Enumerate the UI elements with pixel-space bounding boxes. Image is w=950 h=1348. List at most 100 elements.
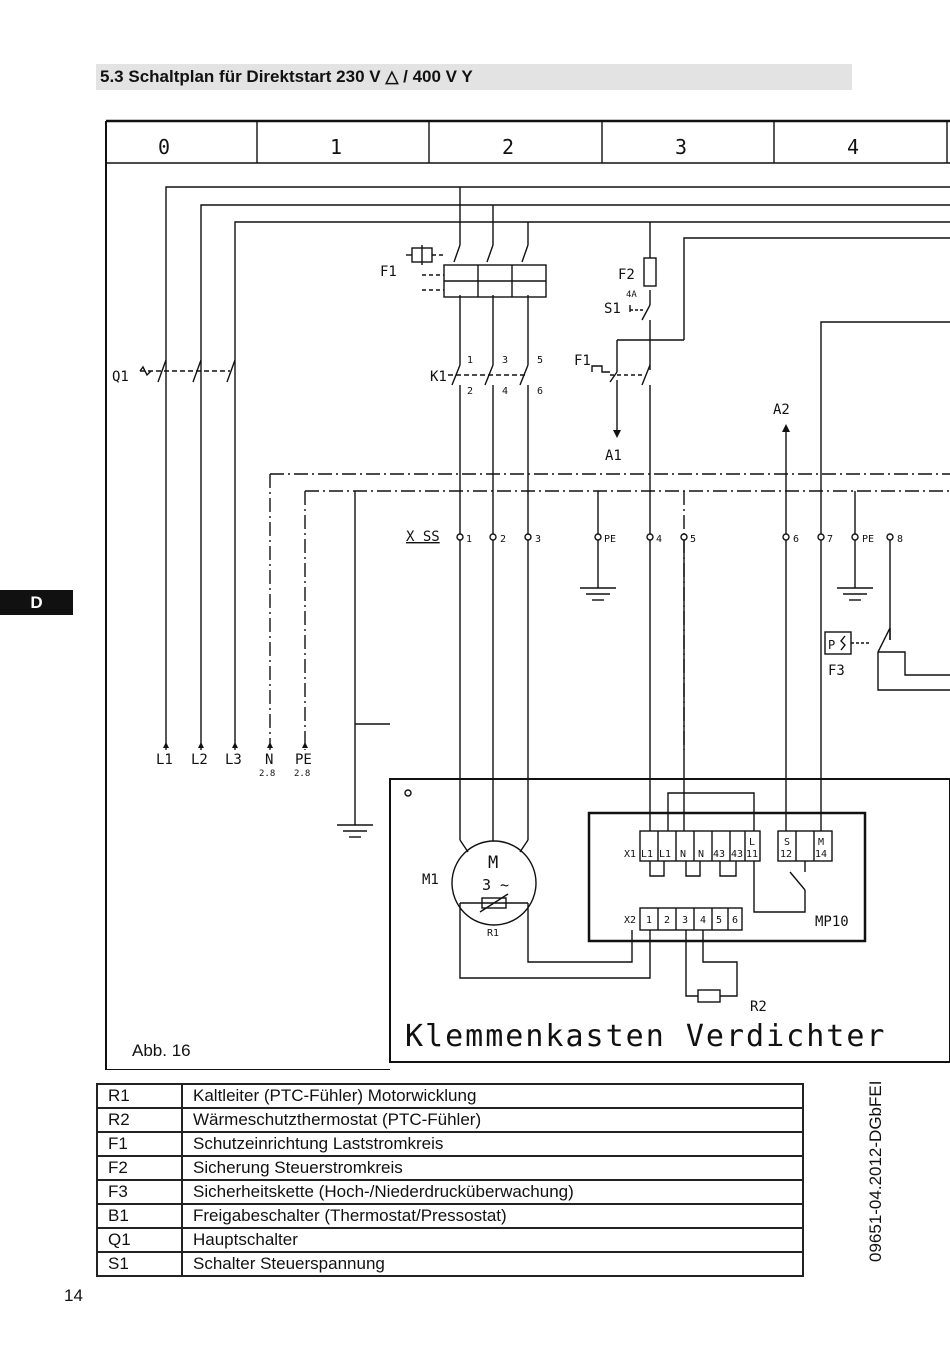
x1-12: 12 [780, 849, 792, 860]
legend-code: B1 [96, 1203, 183, 1229]
label-q1: Q1 [112, 369, 129, 385]
legend-text: Schalter Steuerspannung [181, 1251, 804, 1277]
legend-code: R1 [96, 1083, 183, 1109]
x2-2: 2 [664, 915, 670, 926]
legend-code: F3 [96, 1179, 183, 1205]
wiring-diagram: 0 1 2 3 4 [105, 119, 950, 1070]
label-f2-rating: 4A [626, 290, 637, 300]
legend-text: Hauptschalter [181, 1227, 804, 1253]
x1-l1a: L1 [641, 849, 653, 860]
x1-prefix: X1 [624, 849, 636, 860]
xss-terminal-6: 6 [793, 534, 799, 545]
label-xss: X SS [406, 529, 440, 545]
xss-terminal-2: 2 [500, 534, 506, 545]
mp10-module [587, 792, 867, 1003]
xss-terminal-4: 4 [656, 534, 662, 545]
x2-6: 6 [732, 915, 738, 926]
x1-top-s: S [784, 837, 790, 848]
x1-top-l: L [749, 837, 755, 848]
xss-terminal-7: 7 [827, 534, 833, 545]
label-r2: R2 [750, 999, 767, 1015]
terminal-box [389, 778, 950, 1063]
xss-terminal-3: 3 [535, 534, 541, 545]
f3-pressure-switch [824, 627, 950, 691]
x1-l1b: L1 [659, 849, 671, 860]
q1-main-switch [139, 359, 236, 383]
x2-3: 3 [682, 915, 688, 926]
diagram-frame [105, 119, 950, 1070]
grid-col-4: 4 [847, 135, 859, 159]
x2-prefix: X2 [624, 915, 636, 926]
terminal-box-title: Klemmenkasten Verdichter [405, 1019, 886, 1054]
page-number: 14 [64, 1286, 83, 1305]
label-f3: F3 [828, 663, 845, 679]
label-motor-phase: 3 ~ [482, 876, 509, 894]
legend-code: Q1 [96, 1227, 183, 1253]
label-f1-top: F1 [380, 264, 397, 280]
supply-n: N [265, 752, 273, 768]
supply-l2: L2 [191, 752, 208, 768]
legend-code: F1 [96, 1131, 183, 1157]
x1-43b: 43 [731, 849, 743, 860]
grid-col-1: 1 [330, 135, 342, 159]
supply-ref-n: 2.8 [259, 769, 275, 779]
x2-4: 4 [700, 915, 706, 926]
control-busbars [269, 473, 950, 750]
supply-l1: L1 [156, 752, 173, 768]
k1-top-5: 5 [537, 355, 543, 366]
xss-terminal-pe2: PE [862, 534, 874, 545]
label-a2: A2 [773, 402, 790, 418]
label-motor-m: M [488, 853, 498, 873]
xss-terminal-1: 1 [466, 534, 472, 545]
x1-11: 11 [746, 849, 758, 860]
k1-top-1: 1 [467, 355, 473, 366]
k1-bottom-2: 2 [467, 386, 473, 397]
label-k1: K1 [430, 369, 447, 385]
label-r1: R1 [487, 928, 499, 939]
label-f1-mid: F1 [574, 353, 591, 369]
xss-terminal-strip [456, 533, 894, 541]
legend-text: Wärmeschutzthermostat (PTC-Fühler) [181, 1107, 804, 1133]
supply-l3: L3 [225, 752, 242, 768]
x1-14: 14 [815, 849, 827, 860]
label-a1: A1 [605, 448, 622, 464]
legend-text: Kaltleiter (PTC-Fühler) Motorwicklung [181, 1083, 804, 1109]
m1-motor [451, 820, 651, 979]
supply-pe: PE [295, 752, 312, 768]
legend-text: Sicherheitskette (Hoch-/Niederdrucküberw… [181, 1179, 804, 1205]
label-s1: S1 [604, 301, 621, 317]
supply-wires [165, 186, 950, 838]
x1-nb: N [698, 849, 704, 860]
legend-text: Freigabeschalter (Thermostat/Pressostat) [181, 1203, 804, 1229]
xss-terminal-8: 8 [897, 534, 903, 545]
earth-symbols [337, 580, 873, 838]
legend-code: R2 [96, 1107, 183, 1133]
figure-caption: Abb. 16 [132, 1041, 191, 1060]
section-title: 5.3 Schaltplan für Direktstart 230 V △ /… [96, 64, 852, 90]
k1-bottom-4: 4 [502, 386, 508, 397]
x2-5: 5 [716, 915, 722, 926]
f2-fuse [643, 257, 657, 287]
label-f3-symbol: P [828, 638, 835, 652]
language-tab: D [0, 590, 73, 615]
legend-code: S1 [96, 1251, 183, 1277]
grid-col-2: 2 [502, 135, 514, 159]
legend-code: F2 [96, 1155, 183, 1181]
supply-ref-pe: 2.8 [294, 769, 310, 779]
x1-43a: 43 [713, 849, 725, 860]
f1-overload-relay [406, 244, 547, 298]
x1-na: N [680, 849, 686, 860]
grid-col-0: 0 [158, 135, 170, 159]
k1-top-3: 3 [502, 355, 508, 366]
k1-contactor [448, 364, 651, 386]
legend-text: Schutzeinrichtung Laststromkreis [181, 1131, 804, 1157]
s1-switch [629, 304, 651, 321]
k1-bottom-6: 6 [537, 386, 543, 397]
xss-terminal-5: 5 [690, 534, 696, 545]
